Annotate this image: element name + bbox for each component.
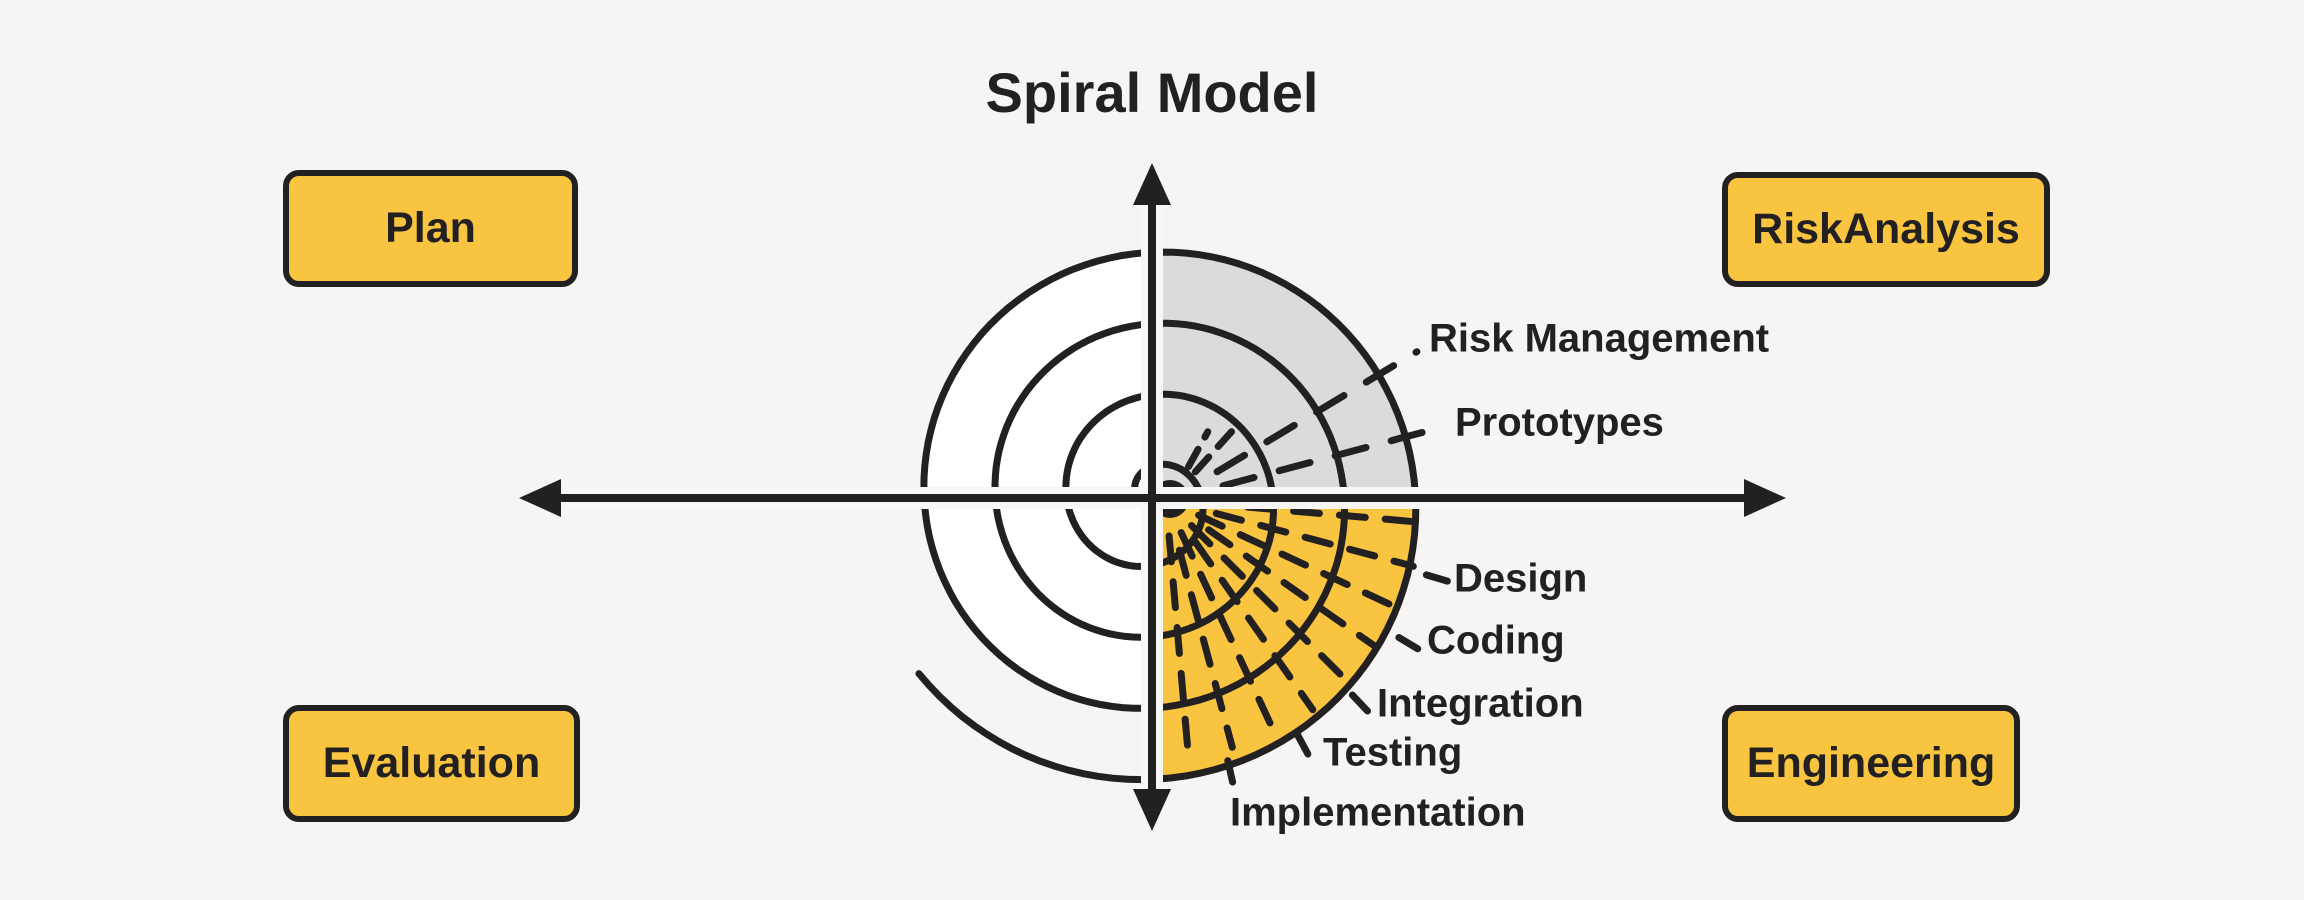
- dashed-ray: [1422, 571, 1451, 585]
- arrowhead-right: [1744, 479, 1786, 517]
- dashed-ray: [1188, 522, 1351, 685]
- arrowhead-left: [519, 479, 561, 517]
- engineering-box[interactable]: Engineering: [1722, 705, 2020, 822]
- dashed-ray: [1191, 428, 1236, 476]
- dashed-ray: [1183, 526, 1317, 714]
- plan-box[interactable]: Plan: [283, 170, 578, 287]
- label-risk-management: Risk Management: [1429, 316, 1770, 361]
- dashed-ray: [1177, 529, 1278, 736]
- page-title: Spiral Model: [985, 61, 1319, 124]
- engineering-quadrant-fill: [1152, 498, 1416, 780]
- label-design: Design: [1454, 556, 1588, 601]
- label-prototypes: Prototypes: [1455, 400, 1664, 445]
- dashed-ray: [1184, 428, 1212, 471]
- dashed-ray: [1219, 426, 1437, 490]
- arrowhead-down: [1133, 789, 1171, 831]
- dashed-ray: [1395, 634, 1422, 653]
- label-integration: Integration: [1377, 681, 1584, 726]
- label-implementation: Implementation: [1230, 790, 1526, 835]
- dashed-ray: [1348, 691, 1371, 715]
- evaluation-box[interactable]: Evaluation: [283, 705, 580, 822]
- risk-analysis-box[interactable]: RiskAnalysis: [1722, 172, 2050, 287]
- dashed-ray: [1192, 517, 1380, 651]
- label-coding: Coding: [1427, 618, 1565, 663]
- dashed-ray: [1198, 499, 1425, 526]
- arrowhead-up: [1133, 163, 1171, 205]
- dashed-ray: [1197, 505, 1417, 570]
- dashed-ray: [1165, 532, 1192, 759]
- dashed-ray: [1195, 511, 1402, 612]
- dashed-ray: [1171, 531, 1236, 751]
- white-half-disc: [923, 252, 1152, 709]
- dashed-ray: [1293, 731, 1312, 758]
- label-testing: Testing: [1323, 730, 1463, 775]
